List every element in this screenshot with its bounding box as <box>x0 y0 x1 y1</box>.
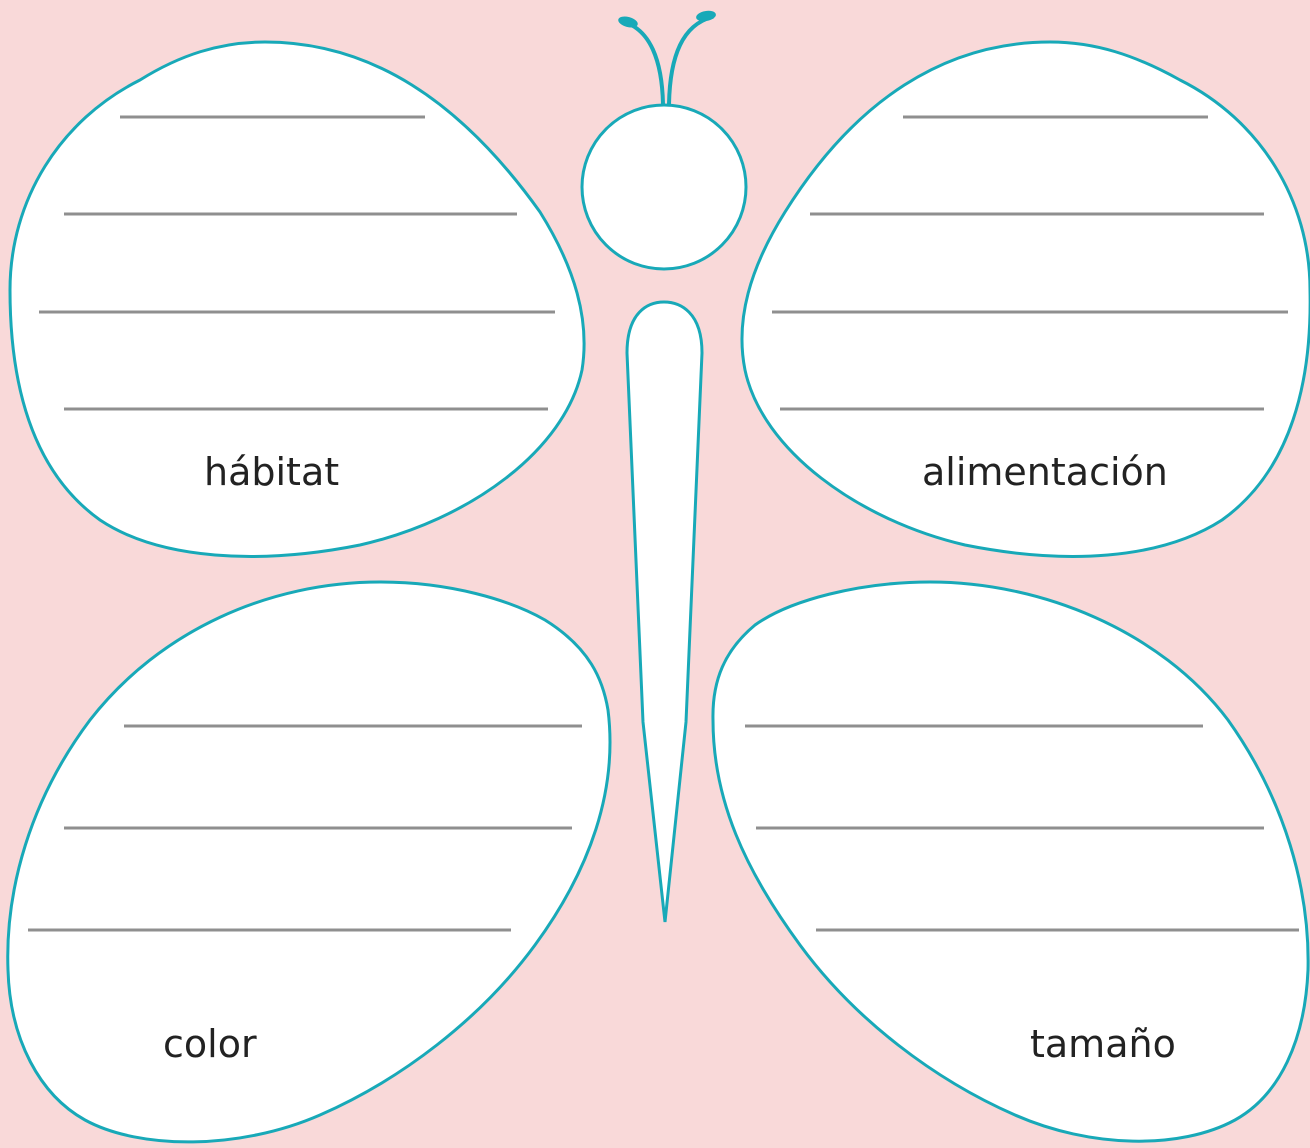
label-tamano: tamaño <box>1030 1022 1176 1066</box>
wing-bottom-right-shape <box>713 582 1308 1141</box>
butterfly-body <box>627 302 702 922</box>
right-antenna <box>669 17 712 104</box>
label-habitat: hábitat <box>204 450 339 494</box>
label-color: color <box>163 1022 257 1066</box>
right-antenna-tip <box>695 9 716 22</box>
wing-bottom-left-shape <box>8 582 610 1142</box>
antennae <box>617 9 717 104</box>
wing-bottom-left <box>8 582 610 1142</box>
label-alimentacion: alimentación <box>922 450 1168 494</box>
wing-bottom-right <box>713 582 1308 1141</box>
butterfly-head <box>582 105 746 269</box>
left-antenna <box>624 22 663 104</box>
